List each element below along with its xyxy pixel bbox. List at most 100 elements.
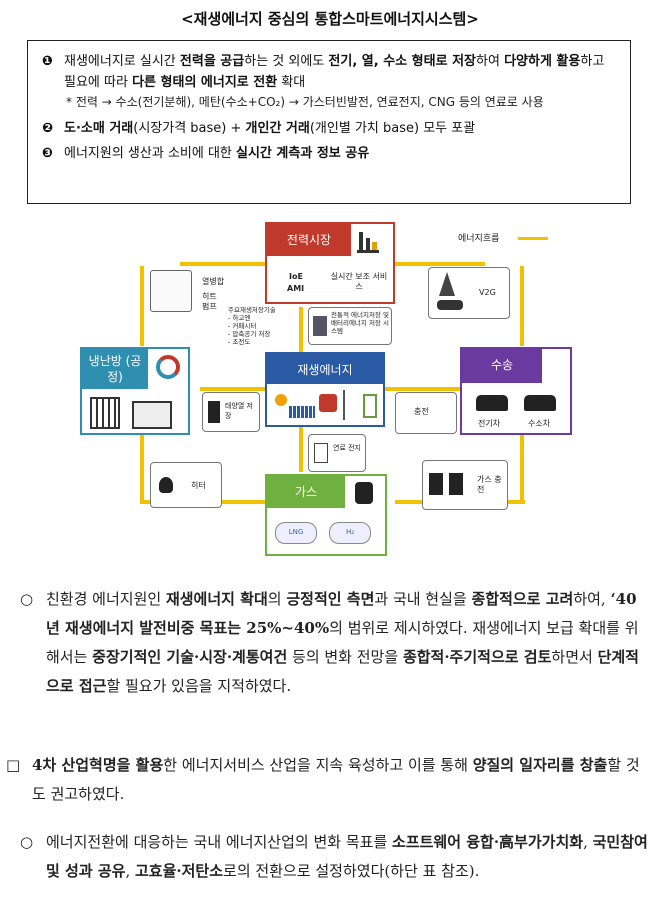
emphasis-text: 중장기적인 기술·시장·계통여건 (92, 648, 288, 666)
emphasis-text: 4차 산업혁명을 활용 (32, 756, 164, 774)
emphasis-text: 다른 형태의 에너지로 전환 (132, 75, 278, 90)
flow-arrow (140, 422, 144, 502)
paragraph-1: ○ 친환경 에너지원인 재생에너지 확대의 긍정적인 측면과 국내 현실을 종합… (20, 585, 648, 701)
emphasis-text: 개인간 거래 (245, 121, 310, 136)
text-run: 하여 (476, 54, 505, 69)
text-run: 로의 전환으로 설정하였다 (223, 862, 385, 880)
text-run: (시장가격 base) + (133, 121, 246, 136)
item-number: ❸ (42, 146, 54, 161)
flow-arrow (385, 387, 465, 391)
text-run: , (583, 833, 593, 851)
text-run: 친환경 에너지원인 (46, 590, 166, 608)
text-run: 하고 필요에 따라 (64, 54, 605, 90)
factory-icon (357, 230, 379, 253)
paragraph-text: 친환경 에너지원인 재생에너지 확대의 긍정적인 측면과 국내 현실을 종합적으… (46, 590, 639, 695)
storage-tech-item: - 압축공기 저장 (228, 330, 271, 338)
item-number: ❷ (42, 121, 54, 136)
paragraph-2: □ 4차 산업혁명을 활용한 에너지서비스 산업을 지속 육성하고 이를 통해 … (6, 751, 648, 809)
fuelcell-icon (314, 443, 328, 463)
paragraph-text: 에너지전환에 대응하는 국내 에너지산업의 변화 목표를 소프트웨어 융합·高부… (46, 833, 648, 880)
transport-node: 수송 전기차 수소차 (460, 347, 572, 435)
h2-tank-icon: H₂ (329, 522, 371, 544)
text-run: 확대 (277, 75, 306, 90)
emphasis-text: ‘40년 재생에너지 발전비중 목표는 25%~40% (46, 590, 637, 637)
emphasis-text: 양질의 일자리를 창출 (472, 756, 608, 774)
text-run: , (125, 862, 135, 880)
text-run: 할 것도 권고하였다. (32, 756, 640, 803)
paragraph-3: ○ 에너지전환에 대응하는 국내 에너지산업의 변화 목표를 소프트웨어 융합·… (20, 828, 648, 886)
fuelcell-box: 연료 전지 (308, 434, 366, 472)
heating-node: 냉난방 (공정) (80, 347, 190, 435)
aux-service-label: 실시간 보조 서비스 (330, 272, 388, 291)
emphasis-text: 종합적으로 고려 (471, 590, 574, 608)
item-text: 재생에너지로 실시간 전력을 공급하는 것 외에도 전기, 열, 수소 형태로 … (64, 54, 604, 90)
text-run: 하는 것 외에도 (244, 54, 329, 69)
flow-arrow (299, 307, 303, 357)
text-run: (하단 표 참조). (384, 862, 480, 880)
page-title: <재생에너지 중심의 통합스마트에너지시스템> (181, 10, 479, 28)
flow-arrow (180, 262, 270, 266)
factory-icon (132, 401, 172, 429)
cycle-icon (156, 355, 180, 379)
energy-system-diagram: 에너지흐름 전력시장 IoE AMI 실시간 보조 서비스 냉난방 (공정) 열… (80, 222, 580, 562)
ess-box: 전통적 에너지저장 및 배터리에너지 저장 시스템 (308, 307, 392, 345)
heater-label: 히터 (191, 481, 206, 490)
heatpump-label: 히트 펌프 (202, 292, 217, 311)
text-run: 재생에너지로 실시간 (64, 54, 180, 69)
text-run: 하면서 (551, 648, 598, 666)
bullet-circle: ○ (20, 590, 34, 608)
solar-storage-label: 태양열 저장 (225, 402, 253, 420)
lng-label: LNG (288, 528, 304, 536)
heating-title: 냉난방 (공정) (82, 349, 148, 389)
h2car-label: 수소차 (528, 419, 551, 428)
v2g-box: V2G (428, 267, 510, 319)
emphasis-text: 실시간 계측과 정보 공유 (236, 146, 370, 161)
renewable-node: 재생에너지 (265, 352, 385, 427)
gas-node: 가스 LNG H₂ (265, 474, 387, 556)
ioe-label: IoE (289, 272, 303, 281)
tank-icon (208, 401, 220, 423)
renewable-title: 재생에너지 (267, 354, 383, 384)
legend-label: 에너지흐름 (458, 234, 500, 244)
fuel-pump-icon (449, 473, 463, 495)
emphasis-text: 단계적으로 접근 (46, 648, 639, 695)
ami-label: AMI (287, 284, 305, 293)
text-run: 에너지전환에 대응하는 국내 에너지산업의 변화 목표를 (46, 833, 393, 851)
text-run: (개인별 가치 base) 모두 포괄 (309, 121, 476, 136)
text-run: 한 에너지서비스 산업을 지속 육성하고 이를 통해 (163, 756, 473, 774)
gas-station-box: 가스 충전 (422, 460, 508, 510)
emphasis-text: 종합적·주기적으로 검토 (402, 648, 552, 666)
gas-title: 가스 (267, 476, 345, 508)
hydrogen-car-icon (524, 395, 556, 411)
text-run: 하여, (573, 590, 611, 608)
text-run: 할 필요가 있음을 지적하였다. (106, 677, 292, 695)
summary-note: * 전력 → 수소(전기분해), 메탄(수소+CO₂) → 가스터빈발전, 연료… (66, 95, 544, 109)
bio-icon (319, 394, 337, 412)
water-icon (363, 394, 377, 418)
flow-arrow (520, 266, 524, 346)
summary-item-1: ❶ 재생에너지로 실시간 전력을 공급하는 것 외에도 전기, 열, 수소 형태… (42, 51, 618, 93)
gas-charge-label: 가스 충전 (477, 475, 502, 494)
flame-icon (159, 477, 173, 493)
sun-icon (275, 394, 287, 406)
emphasis-text: 재생에너지 확대 (165, 590, 268, 608)
power-market-node: 전력시장 IoE AMI 실시간 보조 서비스 (265, 222, 395, 304)
power-tower-icon (439, 272, 455, 296)
storage-tech-title: 주요재생저장기술 (228, 306, 276, 314)
fuelcell-label: 연료 전지 (333, 444, 361, 452)
charge-label: 충전 (414, 407, 429, 416)
battery-icon (313, 316, 327, 336)
text-run: 의 범위로 제시하였다. 재생에너지 보급 확대를 위해서는 (46, 619, 639, 666)
chp-label: 열병합 (202, 277, 225, 286)
bullet-square: □ (6, 756, 21, 774)
power-market-title: 전력시장 (267, 224, 351, 256)
ess-label: 전통적 에너지저장 및 배터리에너지 저장 시스템 (331, 311, 389, 335)
building-icon (90, 397, 120, 429)
item-number: ❶ (42, 54, 54, 69)
v2g-label: V2G (479, 288, 496, 297)
flow-arrow (299, 427, 303, 472)
flow-arrow (395, 262, 485, 266)
item-text: 도·소매 거래(시장가격 base) + 개인간 거래(개인별 가치 base)… (64, 121, 475, 136)
barrel-icon (355, 482, 373, 504)
emphasis-text: 긍정적인 측면 (286, 590, 375, 608)
